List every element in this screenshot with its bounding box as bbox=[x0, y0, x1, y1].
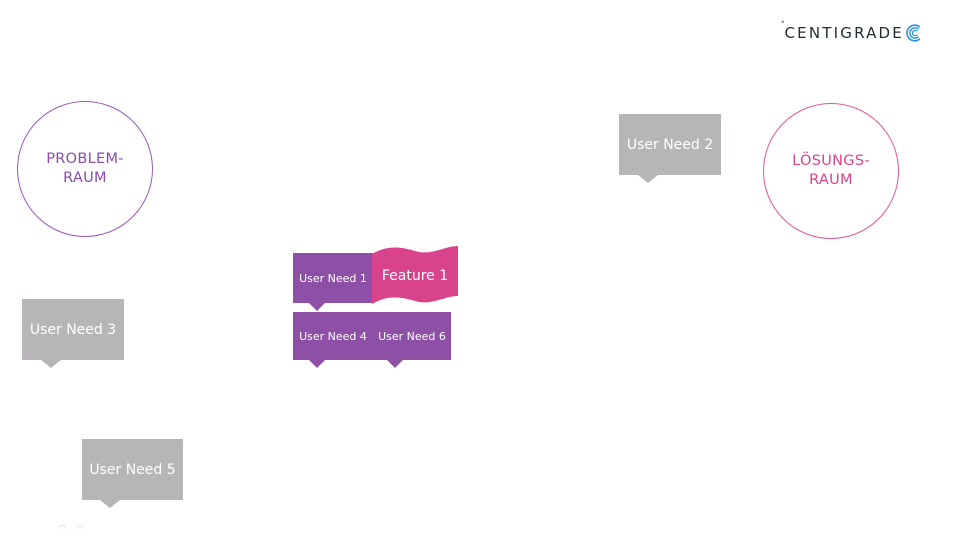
user-need-2-label: User Need 2 bbox=[626, 136, 714, 153]
user-need-5-label: User Need 5 bbox=[89, 461, 176, 478]
card-pointer bbox=[638, 175, 658, 183]
user-need-3-card[interactable]: User Need 3 bbox=[22, 299, 124, 368]
card-pointer bbox=[100, 500, 120, 508]
card-pointer bbox=[387, 360, 403, 368]
user-need-5-card[interactable]: User Need 5 bbox=[82, 439, 183, 508]
user-need-2-card[interactable]: User Need 2 bbox=[619, 114, 721, 183]
user-need-1-label: User Need 1 bbox=[299, 271, 367, 285]
problem-space-circle: PROBLEM- RAUM bbox=[17, 101, 153, 237]
card-pointer bbox=[41, 360, 61, 368]
logo-degree-mark: ° bbox=[781, 20, 785, 28]
user-need-3-label: User Need 3 bbox=[29, 321, 117, 338]
user-need-6-card[interactable]: User Need 6 bbox=[373, 312, 451, 368]
user-need-4-card[interactable]: User Need 4 bbox=[293, 312, 373, 368]
centigrade-logo: °CENTIGRADE bbox=[781, 20, 923, 44]
user-need-6-label: User Need 6 bbox=[378, 329, 446, 343]
solution-space-label-line-1: LÖSUNGS- bbox=[792, 153, 870, 169]
solution-space-label: LÖSUNGS- RAUM bbox=[792, 152, 870, 190]
logo-wordmark: CENTIGRADE bbox=[784, 24, 904, 42]
feature-1-label: Feature 1 bbox=[381, 268, 449, 284]
feature-1-card[interactable]: Feature 1 bbox=[372, 244, 458, 306]
problem-space-label: PROBLEM- RAUM bbox=[46, 150, 124, 188]
card-pointer bbox=[309, 360, 325, 368]
faint-artifact bbox=[57, 524, 85, 530]
card-pointer bbox=[309, 303, 325, 311]
problem-space-label-line-1: PROBLEM- bbox=[46, 151, 124, 167]
user-need-4-label: User Need 4 bbox=[299, 329, 367, 343]
feature-banner-shape bbox=[372, 246, 458, 304]
centigrade-c-icon bbox=[906, 24, 921, 42]
solution-space-label-line-2: RAUM bbox=[809, 172, 853, 188]
user-need-1-card[interactable]: User Need 1 bbox=[293, 253, 373, 311]
solution-space-circle: LÖSUNGS- RAUM bbox=[763, 103, 899, 239]
logo-text: °CENTIGRADE bbox=[781, 20, 904, 42]
problem-space-label-line-2: RAUM bbox=[63, 170, 107, 186]
